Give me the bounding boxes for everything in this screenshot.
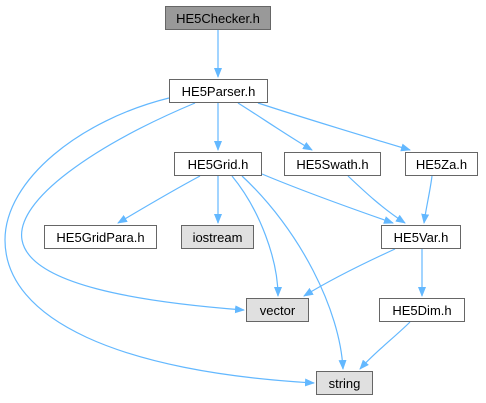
edge-za-to-var xyxy=(421,175,433,224)
edge-grid-to-vector xyxy=(231,175,282,297)
node-he5var[interactable]: HE5Var.h xyxy=(381,225,461,249)
edge-parser-to-vector xyxy=(21,102,245,314)
node-vector: vector xyxy=(246,298,309,322)
node-he5za[interactable]: HE5Za.h xyxy=(405,152,478,176)
node-he5parser[interactable]: HE5Parser.h xyxy=(169,79,268,103)
node-string: string xyxy=(316,371,373,395)
node-he5dim[interactable]: HE5Dim.h xyxy=(379,298,465,322)
edge-swath-to-var xyxy=(347,175,406,224)
node-iostream: iostream xyxy=(181,225,254,249)
node-he5grid[interactable]: HE5Grid.h xyxy=(174,152,262,176)
node-he5swath[interactable]: HE5Swath.h xyxy=(284,152,381,176)
edge-dim-to-string xyxy=(359,321,411,370)
node-he5checker[interactable]: HE5Checker.h xyxy=(165,6,271,30)
edge-parser-to-za xyxy=(257,102,411,152)
edge-var-to-vector xyxy=(303,248,396,297)
edge-parser-to-swath xyxy=(237,102,313,151)
node-he5gridpara[interactable]: HE5GridPara.h xyxy=(44,225,157,249)
edge-grid-to-var xyxy=(261,173,394,224)
edge-parser-to-string xyxy=(4,97,315,387)
edge-grid-to-gridpara xyxy=(117,175,201,224)
edge-grid-to-string xyxy=(241,175,347,370)
